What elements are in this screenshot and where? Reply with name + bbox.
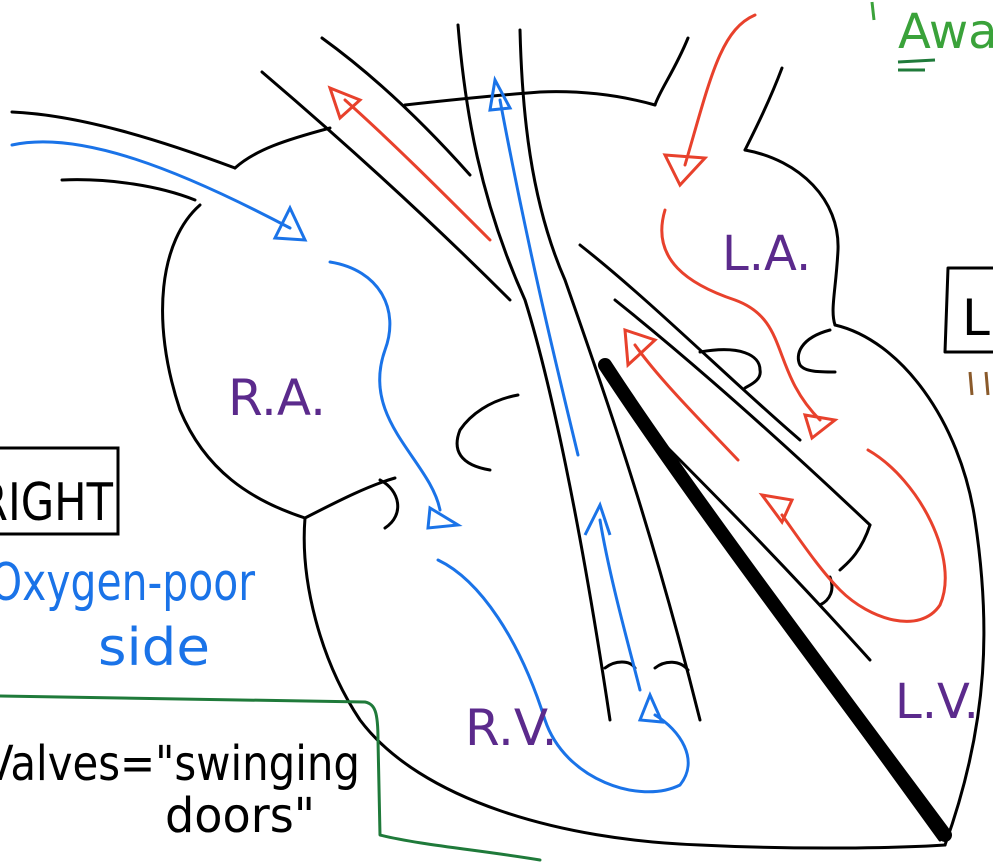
deoxygenated-flow bbox=[12, 80, 688, 792]
red-arrowhead-1 bbox=[330, 88, 360, 118]
red-arrowhead-2 bbox=[665, 155, 705, 185]
blue-arrowhead-2 bbox=[428, 508, 458, 528]
right-ventricle-wall bbox=[304, 518, 945, 848]
label-lv: L.V. bbox=[895, 674, 979, 730]
right-atrium-lower bbox=[305, 478, 395, 518]
label-oxygen-poor-1: Oxygen-poor bbox=[0, 553, 255, 613]
label-valves-2: doors" bbox=[165, 788, 315, 844]
blue-arrowhead-4 bbox=[585, 505, 610, 535]
superior-vena-cava-bottom bbox=[62, 180, 195, 200]
red-arrowhead-3 bbox=[805, 415, 835, 438]
blue-flow-into-ra bbox=[12, 142, 290, 228]
label-rv: R.V. bbox=[465, 699, 558, 757]
tricuspid-flap bbox=[380, 480, 398, 528]
label-left-box: L bbox=[962, 289, 990, 347]
pulmonary-vein-left bbox=[655, 38, 688, 105]
red-arrowhead-4 bbox=[762, 495, 792, 522]
pulmonary-trunk-left bbox=[458, 25, 610, 720]
brown-mark bbox=[970, 372, 988, 395]
aortic-channel-top bbox=[615, 300, 870, 525]
red-flow-pulm-vein-in bbox=[685, 15, 755, 165]
pulmonary-valve-flaps bbox=[605, 662, 688, 670]
aorta-right bbox=[322, 38, 470, 175]
red-flow-lv-loop bbox=[782, 450, 945, 621]
label-away: Awa bbox=[898, 4, 993, 60]
label-ra: R.A. bbox=[228, 369, 326, 427]
label-oxygen-poor-2: side bbox=[98, 618, 210, 678]
label-valves-1: Valves="swinging bbox=[0, 736, 360, 792]
pulmonary-vein-right bbox=[745, 68, 782, 150]
right-atrium-wall bbox=[163, 128, 330, 518]
blue-arrowhead-3 bbox=[640, 695, 662, 722]
superior-vena-cava-top bbox=[12, 112, 235, 168]
away-underline bbox=[898, 60, 935, 70]
blue-flow-up-pulmonary bbox=[600, 520, 640, 690]
left-ventricle-wall bbox=[835, 325, 984, 845]
septum-curve bbox=[457, 395, 518, 470]
label-right: RIGHT bbox=[0, 473, 113, 533]
blue-flow-pulmonary-trunk bbox=[500, 100, 578, 455]
aorta-left bbox=[262, 72, 510, 300]
blue-flow-ra-down bbox=[330, 262, 440, 510]
top-connection bbox=[405, 92, 655, 105]
mitral-flap-right bbox=[798, 330, 835, 372]
blue-flow-rv bbox=[438, 560, 688, 792]
mitral-flap-left bbox=[700, 350, 760, 388]
label-la: L.A. bbox=[722, 226, 811, 282]
away-tick bbox=[872, 2, 874, 20]
red-arrowhead-5 bbox=[625, 330, 655, 365]
